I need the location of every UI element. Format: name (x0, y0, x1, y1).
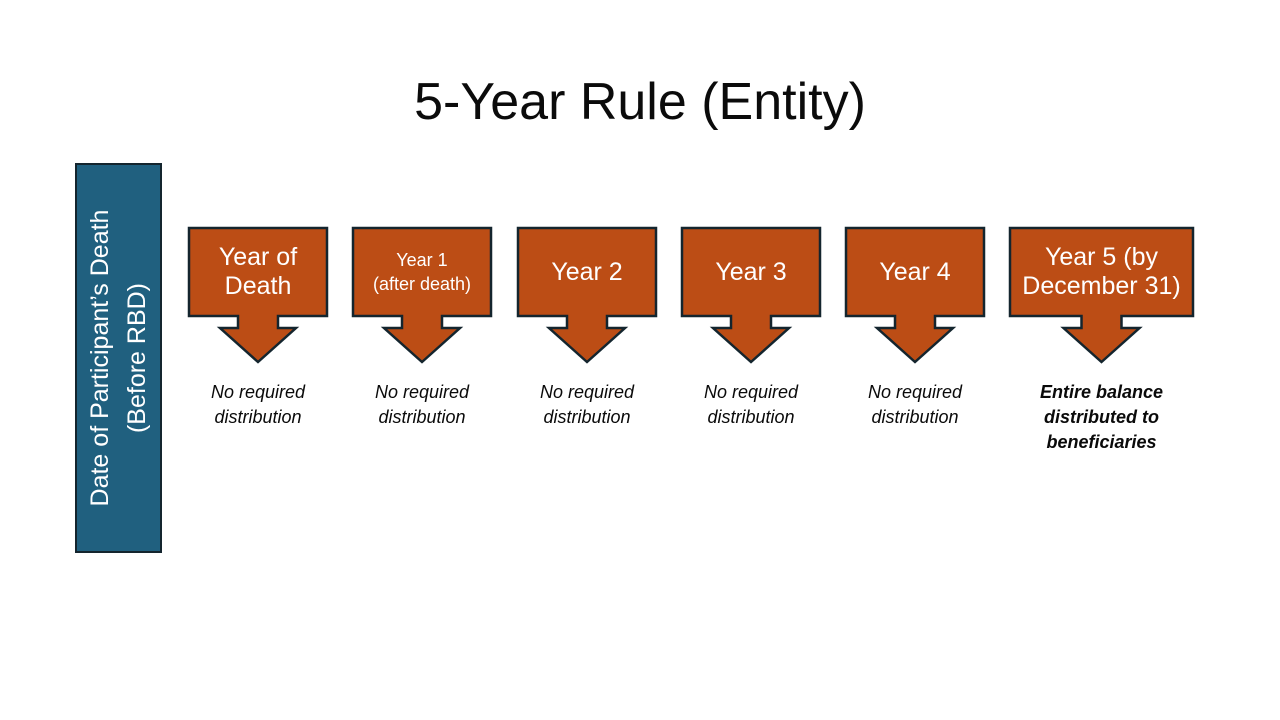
step-caption: No required distribution (210, 382, 306, 427)
step-label: Year 1 (after death) (372, 250, 472, 294)
down-arrow-callout-shape (844, 226, 986, 364)
step-caption: No required distribution (539, 382, 635, 427)
step-caption: No required distribution (703, 382, 799, 427)
down-arrow-callout-shape (680, 226, 822, 364)
sidebar-label: Date of Participant’s Death (Before RBD) (85, 209, 151, 507)
step-label: Year 3 (715, 257, 787, 286)
timeline-step-year-1: Year 1 (after death) No required distrib… (351, 226, 493, 427)
step-label: Year 5 (by December 31) (1022, 243, 1181, 300)
step-label: Year 2 (551, 257, 623, 286)
down-arrow-callout-shape (187, 226, 329, 364)
sidebar-box: Date of Participant’s Death (Before RBD) (75, 163, 162, 553)
down-arrow-callout-shape (1008, 226, 1195, 364)
timeline-step-year-of-death: Year of Death No required distribution (187, 226, 329, 427)
step-caption: Entire balance distributed to beneficiar… (1039, 382, 1164, 452)
step-label: Year 4 (879, 257, 951, 286)
step-caption: No required distribution (374, 382, 470, 427)
page-title: 5-Year Rule (Entity) (414, 73, 866, 131)
timeline-step-year-4: Year 4 No required distribution (844, 226, 986, 427)
down-arrow-callout-shape (351, 226, 493, 364)
step-caption: No required distribution (867, 382, 963, 427)
down-arrow-callout-shape (516, 226, 658, 364)
step-label: Year of Death (218, 243, 298, 300)
timeline-step-year-5: Year 5 (by December 31) Entire balance d… (1008, 226, 1195, 452)
timeline-step-year-2: Year 2 No required distribution (516, 226, 658, 427)
timeline-step-year-3: Year 3 No required distribution (680, 226, 822, 427)
